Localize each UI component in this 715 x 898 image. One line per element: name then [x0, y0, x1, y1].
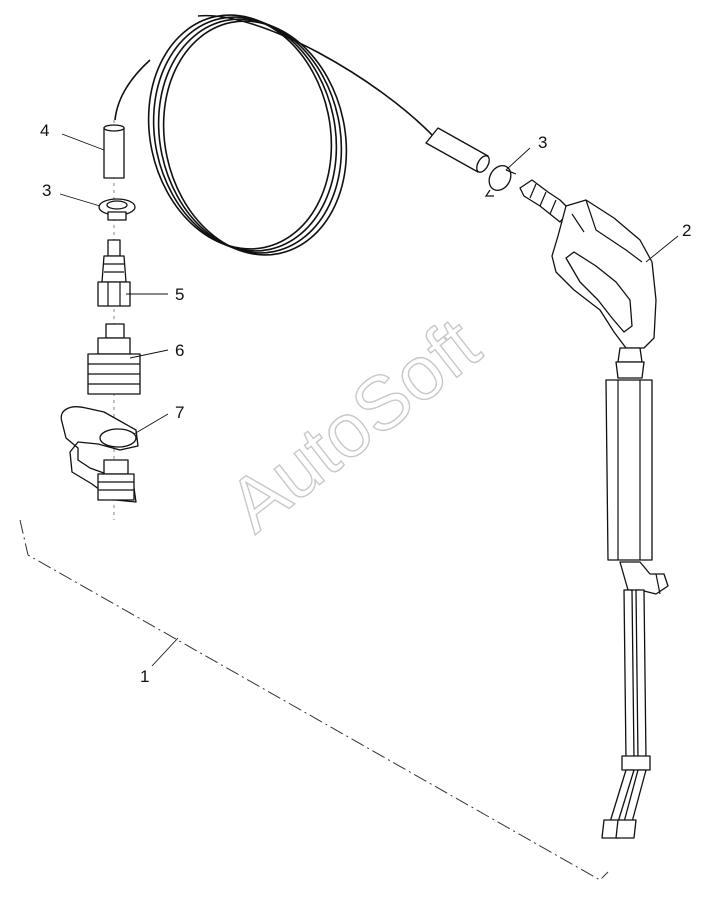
hose-clamp [98, 198, 136, 221]
callout-5: 5 [175, 285, 184, 304]
assembly-boundary-line [19, 519, 609, 881]
callout-6: 6 [175, 341, 184, 360]
plug-cap-with-strap [60, 406, 139, 503]
callout-1: 1 [140, 667, 149, 686]
callout-2: 2 [682, 221, 691, 240]
spray-gun [551, 199, 657, 349]
coiled-hose [114, 14, 436, 256]
hose-sleeve [103, 124, 125, 179]
callout-3-right: 3 [538, 133, 547, 152]
quick-coupler [87, 323, 141, 395]
spray-lance [601, 379, 669, 839]
callout-7: 7 [175, 403, 184, 422]
hose-clamp-gun-end [484, 165, 517, 197]
hose-nipple-fitting [97, 239, 131, 307]
lance-coupling [615, 347, 645, 379]
callout-leaders [59, 133, 679, 667]
hose-sleeve-gun-end [425, 127, 490, 173]
gun-inlet-fitting [519, 179, 571, 223]
callout-3-left: 3 [42, 181, 51, 200]
callout-4: 4 [40, 121, 49, 140]
watermark: AutoSoft [213, 302, 495, 548]
